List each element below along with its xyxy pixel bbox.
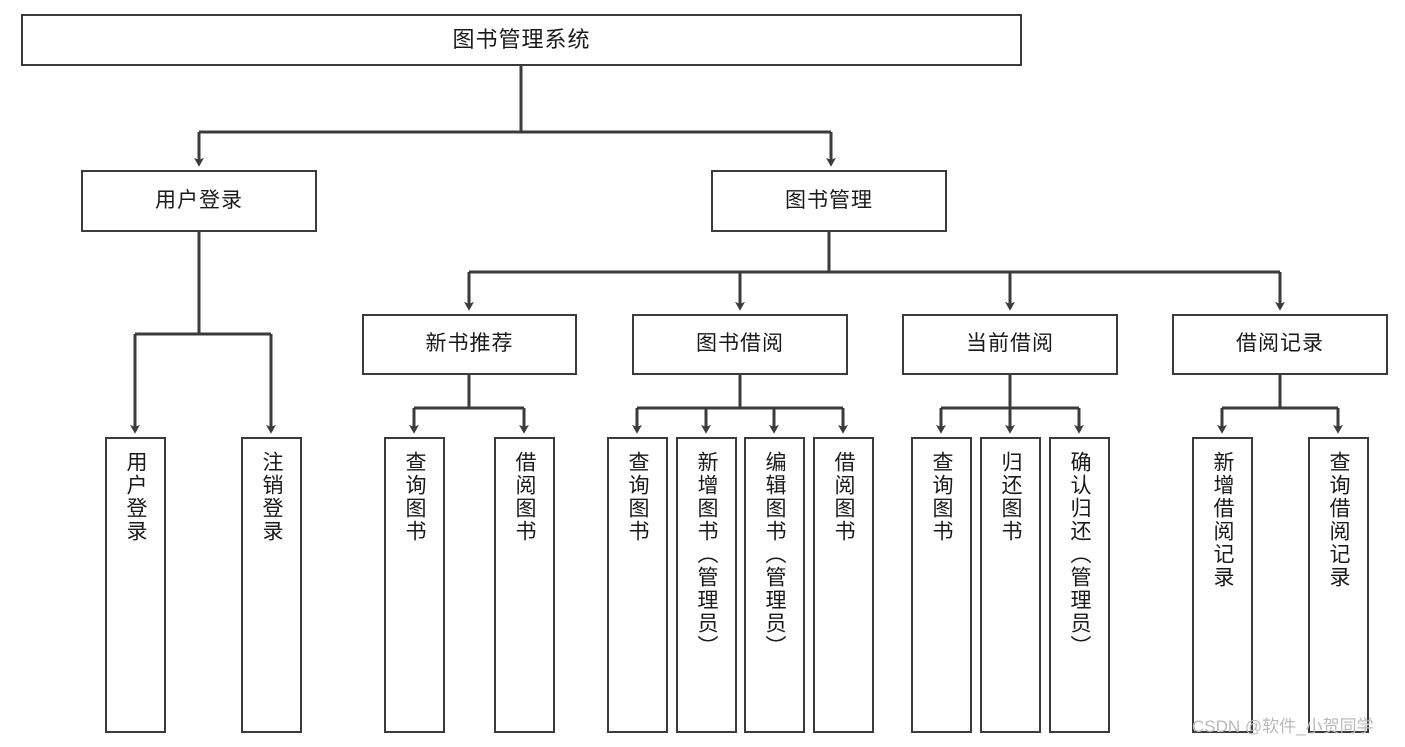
leaf-book-borrow-3[interactable]: 编辑图书（管理员） xyxy=(744,437,805,733)
leaf-current-borrow-3-label: 确认归还（管理员） xyxy=(1068,451,1091,658)
node-book-manage[interactable]: 图书管理 xyxy=(711,170,947,232)
node-user-login-label: 用户登录 xyxy=(155,188,243,212)
leaf-new-book-1[interactable]: 查询图书 xyxy=(384,437,445,733)
node-borrow-record-label: 借阅记录 xyxy=(1236,332,1324,356)
node-root[interactable]: 图书管理系统 xyxy=(21,14,1022,66)
leaf-user-login-2-label: 注销登录 xyxy=(260,451,283,543)
node-root-label: 图书管理系统 xyxy=(452,27,591,53)
leaf-new-book-2-label: 借阅图书 xyxy=(513,451,536,543)
node-current-borrow[interactable]: 当前借阅 xyxy=(902,314,1118,375)
leaf-book-borrow-3-label: 编辑图书（管理员） xyxy=(763,451,786,658)
node-book-manage-label: 图书管理 xyxy=(785,188,873,212)
csdn-watermark: CSDN @软件_小贺同学 xyxy=(1192,717,1374,736)
node-borrow-record[interactable]: 借阅记录 xyxy=(1172,314,1388,375)
leaf-book-borrow-4-label: 借阅图书 xyxy=(832,451,855,543)
node-book-borrow[interactable]: 图书借阅 xyxy=(632,314,848,375)
leaf-user-login-1-label: 用户登录 xyxy=(124,451,147,543)
node-new-book-recommend[interactable]: 新书推荐 xyxy=(362,314,577,375)
leaf-book-borrow-1-label: 查询图书 xyxy=(626,451,649,543)
leaf-book-borrow-2-label: 新增图书（管理员） xyxy=(695,451,718,658)
node-user-login[interactable]: 用户登录 xyxy=(81,170,317,232)
leaf-current-borrow-2-label: 归还图书 xyxy=(999,451,1022,543)
leaf-current-borrow-2[interactable]: 归还图书 xyxy=(980,437,1041,733)
leaf-book-borrow-1[interactable]: 查询图书 xyxy=(607,437,668,733)
leaf-current-borrow-1[interactable]: 查询图书 xyxy=(911,437,972,733)
leaf-new-book-1-label: 查询图书 xyxy=(403,451,426,543)
leaf-borrow-record-2[interactable]: 查询借阅记录 xyxy=(1308,437,1369,733)
leaf-user-login-1[interactable]: 用户登录 xyxy=(105,437,166,733)
leaf-user-login-2[interactable]: 注销登录 xyxy=(241,437,302,733)
leaf-current-borrow-1-label: 查询图书 xyxy=(930,451,953,543)
leaf-current-borrow-3[interactable]: 确认归还（管理员） xyxy=(1049,437,1110,733)
leaf-book-borrow-2[interactable]: 新增图书（管理员） xyxy=(676,437,737,733)
leaf-borrow-record-1-label: 新增借阅记录 xyxy=(1211,451,1234,589)
node-current-borrow-label: 当前借阅 xyxy=(966,332,1054,356)
node-book-borrow-label: 图书借阅 xyxy=(696,332,784,356)
leaf-new-book-2[interactable]: 借阅图书 xyxy=(494,437,555,733)
leaf-borrow-record-2-label: 查询借阅记录 xyxy=(1327,451,1350,589)
leaf-book-borrow-4[interactable]: 借阅图书 xyxy=(813,437,874,733)
node-new-book-recommend-label: 新书推荐 xyxy=(425,332,514,356)
leaf-borrow-record-1[interactable]: 新增借阅记录 xyxy=(1192,437,1253,733)
